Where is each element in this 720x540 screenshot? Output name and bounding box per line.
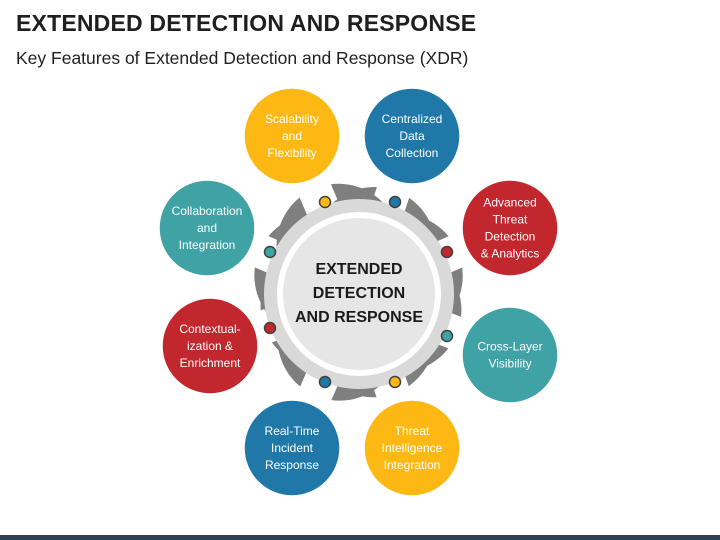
feature-label-line: Advanced xyxy=(483,196,536,210)
feature-label-line: Data xyxy=(399,129,425,143)
feature-label-line: Intelligence xyxy=(382,441,443,455)
feature-label-line: Visibility xyxy=(488,357,531,371)
feature-circle xyxy=(158,179,256,277)
feature-label-line: Flexibility xyxy=(267,146,316,160)
feature-label-line: Cross-Layer xyxy=(477,340,542,354)
feature-label-line: Integration xyxy=(384,458,441,472)
center-hub xyxy=(281,216,437,372)
connector-dot-contextualization xyxy=(263,321,277,335)
connector-dot-cross-layer xyxy=(440,329,454,343)
feature-label-line: & Analytics xyxy=(481,247,540,261)
feature-label-line: Contextual- xyxy=(179,322,240,336)
connector-dot-centralized-data xyxy=(388,195,402,209)
feature-circle xyxy=(363,87,461,185)
feature-label-line: Scalability xyxy=(265,112,319,126)
feature-label-line: Integration xyxy=(179,238,236,252)
center-line-1: EXTENDED xyxy=(315,261,402,278)
center-ring xyxy=(264,199,454,389)
feature-label-line: and xyxy=(197,221,217,235)
feature-label-line: Collaboration xyxy=(172,204,243,218)
feature-label-line: Real-Time xyxy=(265,424,320,438)
connector-dot-scalability xyxy=(318,195,332,209)
feature-label-line: Centralized xyxy=(382,112,443,126)
feature-label-line: Detection xyxy=(485,230,536,244)
connector-dot-real-time-response xyxy=(318,375,332,389)
feature-label-line: Collection xyxy=(386,146,439,160)
feature-label-line: Threat xyxy=(395,424,430,438)
connector-dot-advanced-threat xyxy=(440,245,454,259)
feature-label-line: Response xyxy=(265,458,319,472)
feature-label-line: Enrichment xyxy=(180,356,241,370)
feature-circle xyxy=(243,399,341,497)
connector-dot-threat-intel xyxy=(388,375,402,389)
feature-label-line: and xyxy=(282,129,302,143)
feature-circle xyxy=(363,399,461,497)
feature-circle xyxy=(161,297,259,395)
page-subtitle: Key Features of Extended Detection and R… xyxy=(16,48,469,68)
feature-circle xyxy=(461,179,559,277)
feature-label-line: ization & xyxy=(187,339,233,353)
connector-dot-collaboration xyxy=(263,245,277,259)
feature-circle xyxy=(243,87,341,185)
feature-label-line: Threat xyxy=(493,213,528,227)
footer-bar xyxy=(0,535,720,540)
connector-dots xyxy=(263,195,454,389)
feature-label-line: Incident xyxy=(271,441,314,455)
page-title: EXTENDED DETECTION AND RESPONSE xyxy=(16,10,477,36)
center-title: EXTENDED DETECTION AND RESPONSE xyxy=(295,261,423,326)
center-line-2: DETECTION xyxy=(313,285,405,302)
feature-circle xyxy=(461,306,559,404)
center-line-3: AND RESPONSE xyxy=(295,309,423,326)
